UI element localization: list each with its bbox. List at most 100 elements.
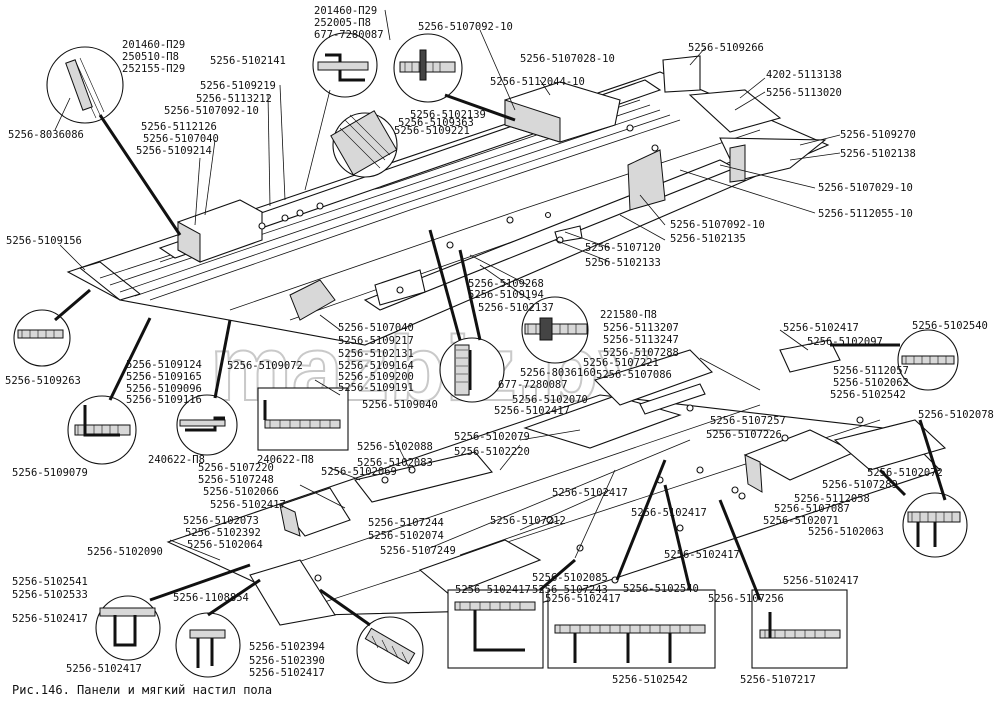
part-label: 252005-П8 [314, 17, 371, 29]
part-label: 5256-5102062 [833, 377, 909, 389]
part-label: 5256-5109040 [362, 399, 438, 411]
part-label: 5256-5107120 [585, 242, 661, 254]
part-label: 5256-5113212 [196, 93, 272, 105]
part-label: 5256-5102066 [203, 486, 279, 498]
part-label: 5256-5102131 [338, 348, 414, 360]
figure-caption: Рис.146. Панели и мягкий настил пола [12, 683, 272, 697]
detail-circle-7 [176, 394, 238, 456]
part-label: 5256-5102540 [912, 320, 988, 332]
part-label: 5256-5107257 [710, 415, 786, 427]
part-label: 5256-5107226 [706, 429, 782, 441]
part-label: 5256-5102069 [321, 466, 397, 478]
detail-circle-8 [439, 337, 505, 403]
part-label: 5256-5107087 [774, 503, 850, 515]
part-label: 5256-5107221 [583, 357, 659, 369]
detail-circle-11 [902, 492, 968, 558]
part-label: 5256-5102542 [830, 389, 906, 401]
part-label: 5256-5107040 [143, 133, 219, 145]
part-label: 5256-5107288 [603, 347, 679, 359]
part-label: 5256-5107029-10 [818, 182, 913, 194]
part-label: 5256-5102070 [512, 394, 588, 406]
part-label: 5256-5102138 [840, 148, 916, 160]
part-label: 240622-П8 [257, 454, 314, 466]
part-label: 5256-5109165 [126, 371, 202, 383]
part-label: 5256-5102085 [532, 572, 608, 584]
part-label: 252155-П29 [122, 63, 185, 75]
part-label: 5256-5109156 [6, 235, 82, 247]
detail-circle-6 [67, 395, 137, 465]
lower-floor-covering [166, 339, 947, 626]
part-label: 5256-5109194 [468, 289, 544, 301]
part-label: 5256-5102417 [783, 575, 859, 587]
part-label: 5256-5102079 [454, 431, 530, 443]
part-label: 677-7280087 [498, 379, 568, 391]
part-label: 5256-5112055-10 [818, 208, 913, 220]
detail-circle-12 [95, 595, 161, 661]
detail-circle-14 [356, 616, 424, 684]
part-label: 5256-5113020 [766, 87, 842, 99]
detail-box-3 [547, 589, 716, 669]
part-label: 5256-5102073 [183, 515, 259, 527]
part-label: 5256-5102417 [494, 405, 570, 417]
part-label: 5256-5112057 [833, 365, 909, 377]
detail-circle-13 [175, 612, 241, 678]
part-label: 5256-5102417 [783, 322, 859, 334]
part-label: 5256-5102141 [210, 55, 286, 67]
part-label: 5256-5109072 [227, 360, 303, 372]
part-label: 5256-5107248 [198, 474, 274, 486]
part-label: 5256-5109270 [840, 129, 916, 141]
part-label: 5256-5102394 [249, 641, 325, 653]
part-label: 5256-5109268 [468, 278, 544, 290]
part-label: 5256-5109096 [126, 383, 202, 395]
part-label: 5256-5102417 [210, 499, 286, 511]
part-label: 5256-5102392 [185, 527, 261, 539]
part-label: 5256-5107092-10 [670, 219, 765, 231]
part-label: 5256-5102417 [631, 507, 707, 519]
part-label: 5256-5109263 [5, 375, 81, 387]
part-label: 5256-5102088 [357, 441, 433, 453]
part-label: 5256-5109079 [12, 467, 88, 479]
part-label: 5256-5107092-10 [164, 105, 259, 117]
detail-circle-10 [897, 329, 959, 391]
part-label: 5256-5102417 [249, 667, 325, 679]
part-label: 5256-5109363 [398, 117, 474, 129]
part-label: 5256-5102063 [808, 526, 884, 538]
part-label: 5256-5102097 [807, 336, 883, 348]
part-label: 5256-5102135 [670, 233, 746, 245]
part-label: 250510-П8 [122, 51, 179, 63]
part-label: 5256-5102074 [368, 530, 444, 542]
part-label: 5256-5109221 [394, 125, 470, 137]
part-label: 5256-5107086 [596, 369, 672, 381]
part-label: 5256-5102137 [478, 302, 554, 314]
part-label: 5256-5113207 [603, 322, 679, 334]
part-label: 5256-5102540 [623, 583, 699, 595]
part-label: 5256-5102533 [12, 589, 88, 601]
part-label: 201460-П29 [122, 39, 185, 51]
part-label: 5256-5102078 [918, 409, 994, 421]
part-label: 5256-8036086 [8, 129, 84, 141]
part-label: 5256-5102090 [87, 546, 163, 558]
part-label: 5256-5107220 [198, 462, 274, 474]
part-label: 5256-5102064 [187, 539, 263, 551]
part-label: 5256-5102220 [454, 446, 530, 458]
part-label: 5256-5109214 [136, 145, 212, 157]
detail-circle-2 [312, 32, 378, 98]
part-label: 5256-5102417 [12, 613, 88, 625]
part-label: 5256-5102139 [410, 109, 486, 121]
part-label: 5256-5102417 [66, 663, 142, 675]
part-label: 5256-5102417 [552, 487, 628, 499]
detail-circle-1 [46, 46, 124, 124]
part-label: 201460-П29 [314, 5, 377, 17]
leader-lines [54, 9, 947, 627]
part-label: 5256-5113247 [603, 334, 679, 346]
detail-box-4 [751, 589, 848, 669]
part-label: 5256-5112126 [141, 121, 217, 133]
detail-circle-9 [521, 296, 589, 364]
part-label: 5256-5102133 [585, 257, 661, 269]
part-label: 5256-5109164 [338, 360, 414, 372]
part-label: 240622-П8 [148, 454, 205, 466]
part-label: 5256-5107244 [368, 517, 444, 529]
part-label: 5256-5107212 [490, 515, 566, 527]
